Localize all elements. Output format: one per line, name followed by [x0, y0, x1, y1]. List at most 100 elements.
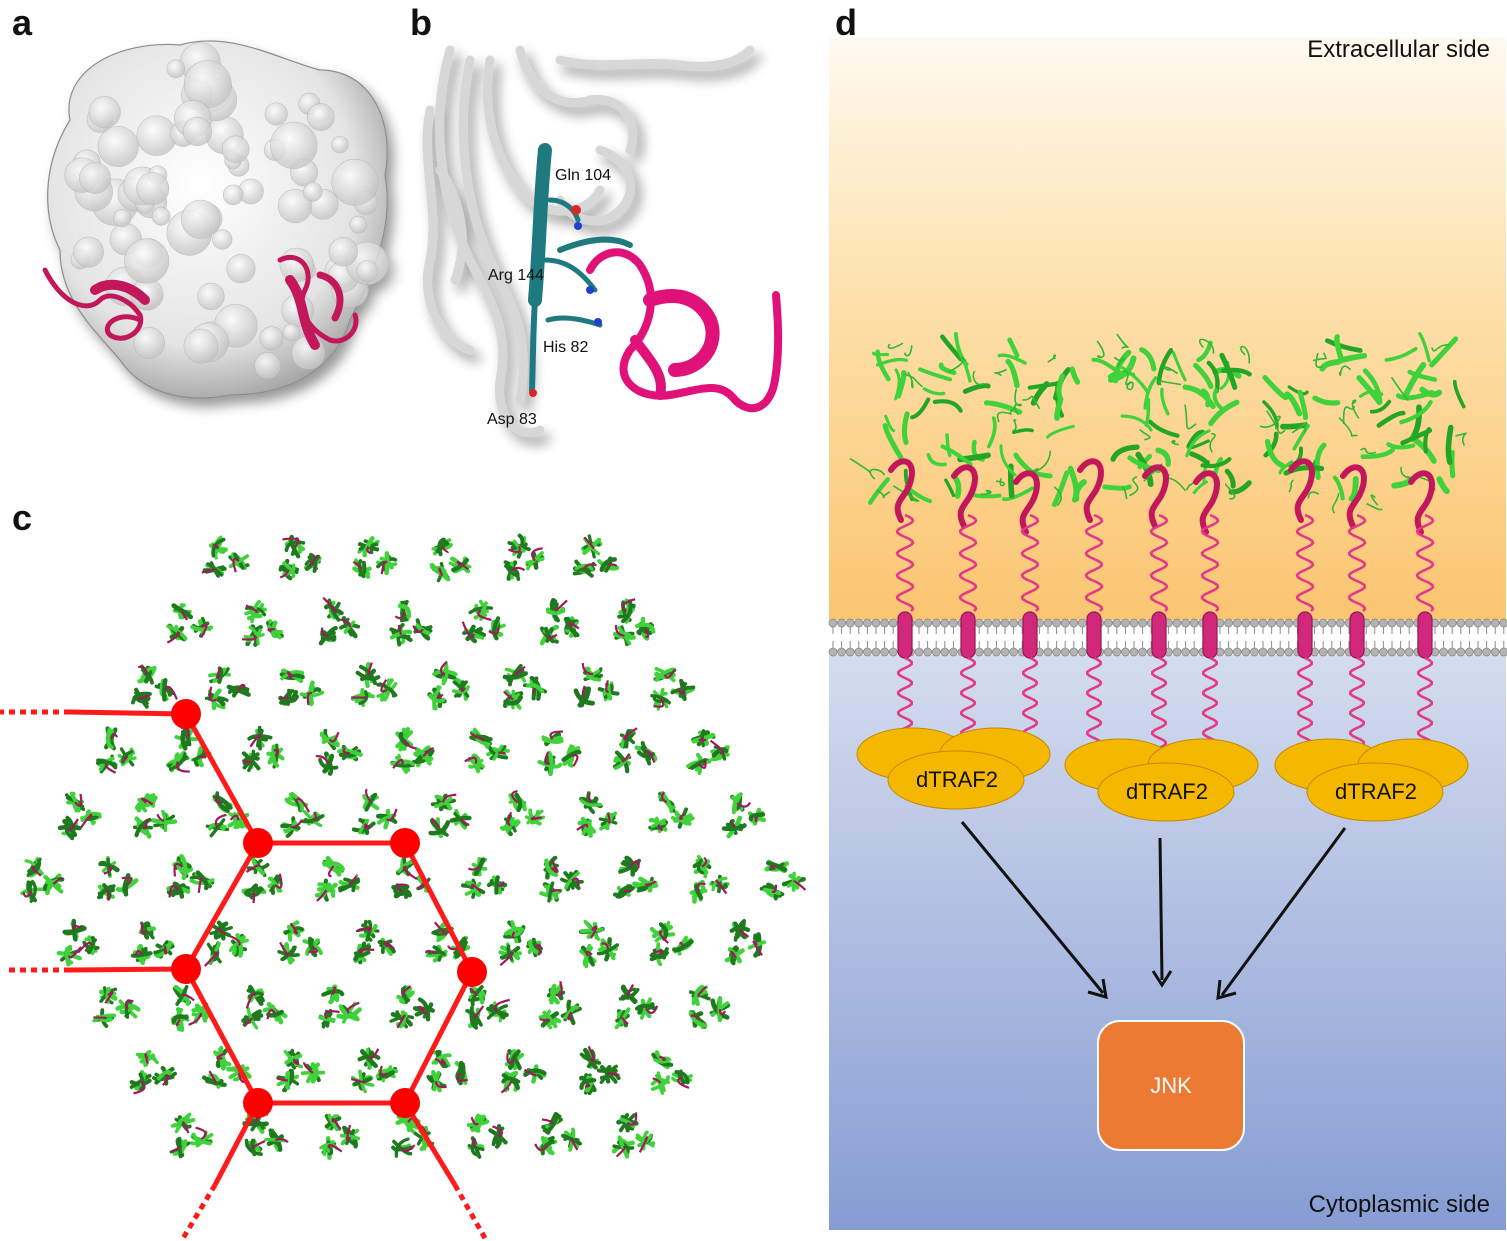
- lattice-trimer: [241, 856, 283, 904]
- lattice-trimer: [579, 1045, 621, 1095]
- panel-a-surface-model: [47, 40, 389, 399]
- lattice-trimer: [275, 1048, 326, 1093]
- cytoplasmic-side-label: Cytoplasmic side: [1309, 1191, 1490, 1218]
- lattice-trimer: [389, 985, 435, 1029]
- lattice-trimer: [578, 919, 620, 969]
- lattice-trimer: [166, 603, 214, 644]
- lattice-trimer: [466, 1113, 508, 1159]
- lattice-trimer: [464, 727, 510, 774]
- lattice-trimer: [278, 668, 325, 707]
- lattice-trimer: [202, 1045, 252, 1089]
- traf-complex-3: dTRAF2: [1274, 738, 1469, 822]
- panel-b-atoms: [529, 205, 602, 397]
- lattice-trimer: [57, 791, 102, 841]
- lattice-trimer: [277, 920, 323, 965]
- peptide-right: [277, 254, 359, 350]
- arrow-1: [960, 821, 1105, 994]
- lattice-trimer: [132, 793, 178, 839]
- traf-label-1: dTRAF2: [916, 767, 998, 792]
- lattice-trimer: [724, 918, 767, 966]
- panel-a-letter: a: [12, 2, 33, 43]
- residue-label-his82: His 82: [543, 339, 588, 356]
- lattice-trimer: [572, 534, 620, 578]
- lattice-trimer: [612, 598, 656, 647]
- lattice-trimer: [353, 919, 396, 965]
- traf-label-2: dTRAF2: [1126, 779, 1208, 804]
- lattice-trimer: [352, 536, 398, 579]
- lattice-trimer: [166, 853, 215, 899]
- lattice-trimer: [428, 793, 472, 839]
- panel-c-hexagon: [0, 699, 489, 1241]
- lattice-trimer: [650, 666, 696, 711]
- lattice-trimer: [390, 726, 435, 774]
- lattice-trimer: [649, 920, 694, 967]
- residue-label-asp83: Asp 83: [487, 411, 537, 428]
- lattice-trimer: [539, 597, 580, 646]
- lattice-trimer: [318, 596, 361, 646]
- lattice-trimer: [201, 535, 250, 578]
- receptor-trimer: [1047, 333, 1252, 754]
- lattice-trimer: [427, 660, 470, 711]
- lattice-trimer: [280, 792, 325, 838]
- lattice-trimer: [95, 726, 137, 774]
- panel-b-letter: b: [410, 2, 432, 43]
- residue-label-arg144: Arg 144: [488, 267, 544, 284]
- extracellular-region: [829, 38, 1506, 620]
- traf-complex-2: dTRAF2: [1064, 738, 1259, 822]
- lattice-trimer: [689, 854, 730, 904]
- lattice-trimer: [688, 984, 731, 1030]
- peptide-left: [42, 267, 150, 341]
- lattice-trimer: [611, 1112, 656, 1159]
- lattice-trimer: [204, 666, 251, 711]
- lattice-trimer: [537, 730, 582, 776]
- lattice-trimer: [241, 599, 284, 647]
- extracellular-side-label: Extracellular side: [1307, 36, 1490, 63]
- lattice-trimer: [500, 1048, 547, 1094]
- lattice-trimer: [278, 534, 322, 581]
- lattice-trimer: [613, 855, 659, 899]
- panel-b-peptide: [586, 248, 783, 413]
- lattice-trimer: [465, 985, 510, 1030]
- lattice-trimer: [612, 727, 658, 774]
- lattice-trimer: [648, 791, 695, 834]
- lattice-trimer: [170, 984, 211, 1032]
- lattice-trimer: [130, 921, 175, 966]
- arrow-2: [1158, 837, 1164, 981]
- traf-label-3: dTRAF2: [1335, 779, 1417, 804]
- receptor-trimers: [849, 331, 1467, 754]
- jnk-label: JNK: [1150, 1073, 1192, 1098]
- panel-b-teal-strand: [528, 143, 633, 393]
- lattice-trimer: [319, 1113, 361, 1160]
- lattice-trimer: [350, 1047, 399, 1094]
- lattice-trimer: [538, 981, 582, 1030]
- panel-c-trimer-lattice: [20, 533, 807, 1160]
- lattice-trimer: [92, 986, 141, 1028]
- lattice-trimer: [165, 725, 212, 773]
- lattice-trimer: [169, 1112, 214, 1159]
- lattice-trimer: [129, 1050, 177, 1095]
- lattice-trimer: [318, 984, 362, 1029]
- lattice-trimer: [461, 599, 506, 644]
- lattice-trimer: [429, 537, 472, 583]
- lattice-trimer: [539, 855, 584, 903]
- lattice-trimer: [350, 661, 398, 708]
- lattice-trimer: [686, 729, 730, 775]
- lattice-trimer: [203, 920, 249, 967]
- residue-label-gln104: Gln 104: [555, 167, 611, 184]
- panel-b-ribbon-backbone: [422, 45, 755, 437]
- lattice-trimer: [534, 1111, 582, 1156]
- lattice-trimer: [460, 856, 508, 899]
- lattice-trimer: [56, 918, 100, 967]
- surface-texture: [64, 42, 389, 380]
- lattice-trimer: [503, 533, 545, 581]
- lattice-trimer: [241, 725, 285, 773]
- panel-c-letter: c: [12, 497, 33, 538]
- lattice-trimer: [241, 984, 288, 1030]
- receptor-trimer: [1259, 332, 1467, 754]
- lattice-trimer: [130, 664, 178, 709]
- lattice-trimer: [351, 788, 398, 836]
- lattice-trimer: [426, 1049, 468, 1093]
- lattice-trimer: [314, 855, 361, 902]
- lattice-trimer: [315, 728, 363, 776]
